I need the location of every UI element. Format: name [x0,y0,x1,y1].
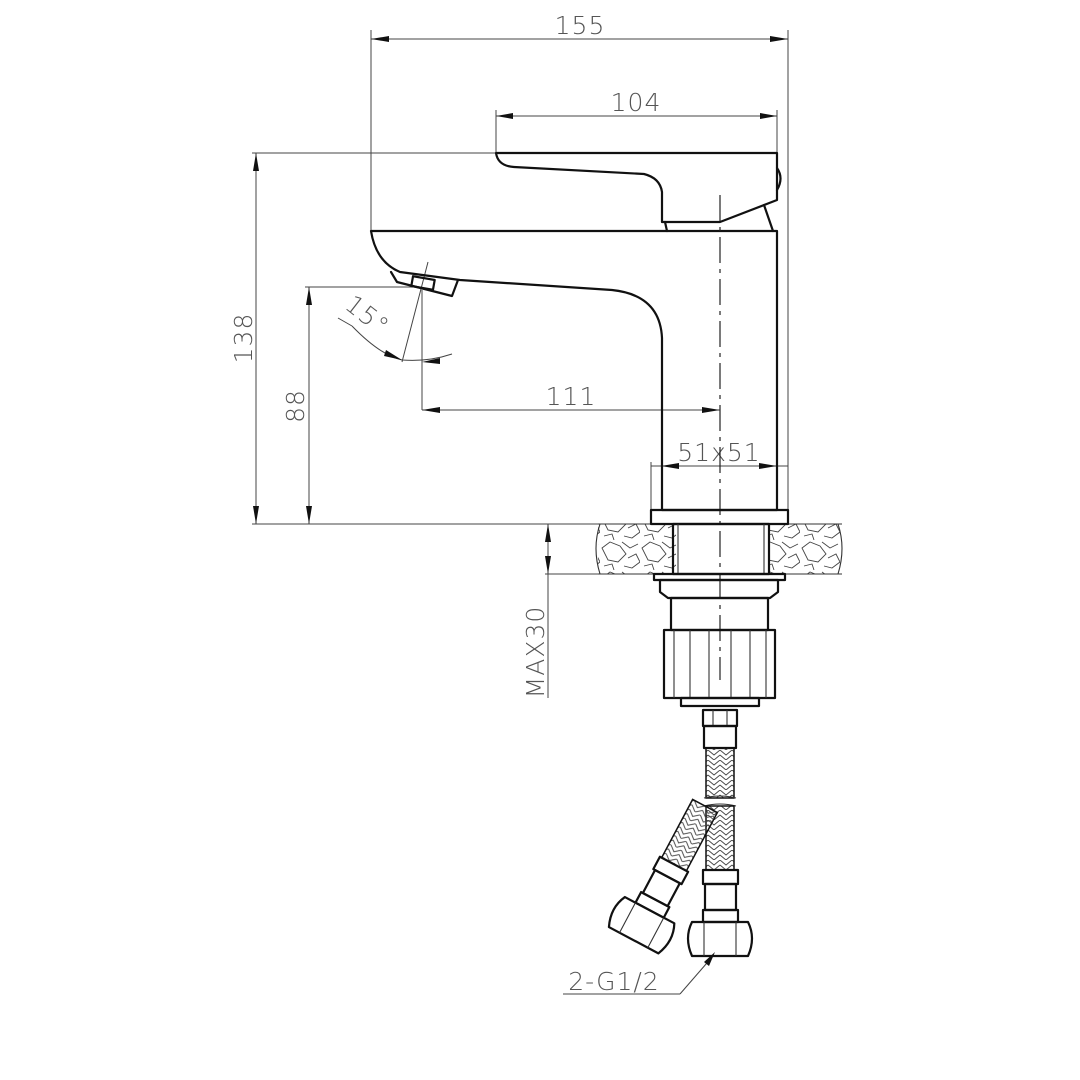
label-155: 155 [555,11,606,40]
mounting-assembly [649,508,790,708]
dimension-connection-thread: 2-G1/2 [563,952,715,996]
deck-section [595,523,843,575]
label-88: 88 [281,389,310,423]
dimension-outlet-height: 88 [281,286,420,524]
flexible-hose-angled [607,798,719,955]
label-15-degrees: 15° [340,289,395,341]
dimension-max-deck-thickness: MAX30 [521,523,600,699]
lever-handle [494,151,782,233]
label-2-g1-2: 2-G1/2 [568,967,659,996]
dimension-overall-length: 155 [370,11,789,510]
dimension-spout-reach: 111 [422,382,720,413]
tap-body [369,229,779,512]
dimension-handle-length: 104 [495,88,778,155]
label-138: 138 [229,313,258,364]
label-111: 111 [546,382,597,411]
label-51x51: 51x51 [677,438,760,467]
label-104: 104 [611,88,662,117]
label-max30: MAX30 [521,606,550,699]
dimension-overall-height: 138 [229,152,650,525]
